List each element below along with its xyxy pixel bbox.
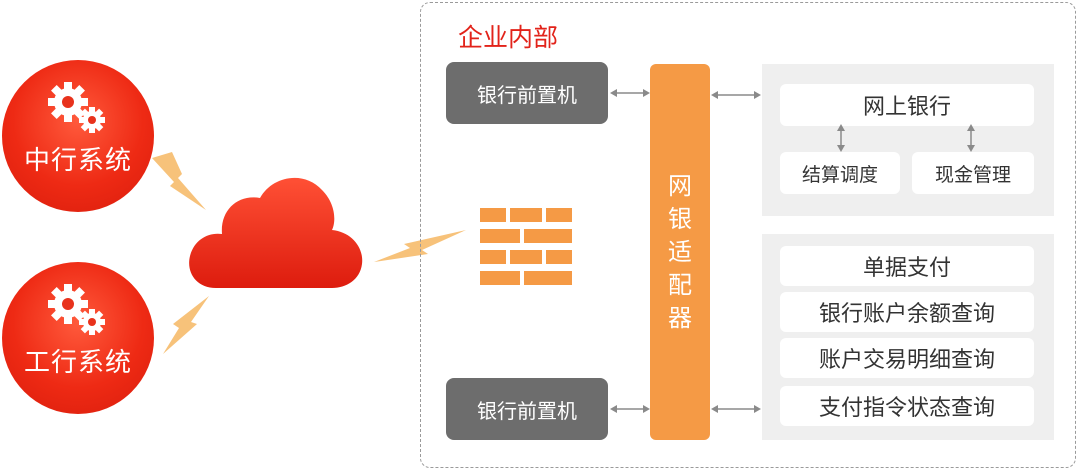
- online-banking-box: 网上银行: [780, 84, 1034, 126]
- enterprise-boundary: [420, 2, 1076, 468]
- service-item: 支付指令状态查询: [780, 386, 1034, 426]
- icbc-system-label: 工行系统: [23, 348, 132, 378]
- lightning-bolt-icon: [163, 296, 209, 354]
- firewall-icon: [480, 208, 572, 285]
- bank-front-machine-bottom: 银行前置机: [446, 378, 608, 440]
- icbc-system-node: 工行系统: [2, 262, 154, 414]
- double-arrow-icon: [610, 89, 650, 97]
- boc-system-node: 中行系统: [2, 60, 154, 212]
- gears-icon: [46, 80, 116, 140]
- double-arrow-icon: [711, 91, 761, 99]
- adapter-char: 配: [668, 270, 692, 299]
- adapter-char: 网: [668, 171, 692, 200]
- adapter-char: 器: [668, 303, 692, 332]
- netbank-adapter: 网 银 适 配 器: [650, 64, 710, 440]
- boc-system-label: 中行系统: [23, 146, 132, 176]
- settlement-module: 结算调度: [780, 152, 900, 194]
- vertical-double-arrow-icon: [967, 124, 975, 152]
- lightning-bolt-icon: [152, 152, 206, 210]
- cash-management-module: 现金管理: [912, 152, 1034, 194]
- service-item: 银行账户余额查询: [780, 292, 1034, 332]
- gears-icon: [46, 282, 116, 342]
- vertical-double-arrow-icon: [837, 124, 845, 152]
- service-item: 账户交易明细查询: [780, 338, 1034, 378]
- bank-front-machine-top: 银行前置机: [446, 62, 608, 124]
- double-arrow-icon: [711, 405, 761, 413]
- adapter-char: 适: [668, 237, 692, 266]
- cloud-icon: [189, 177, 363, 288]
- enterprise-title: 企业内部: [458, 23, 559, 52]
- service-item: 单据支付: [780, 246, 1034, 286]
- double-arrow-icon: [610, 405, 650, 413]
- adapter-char: 银: [668, 204, 692, 233]
